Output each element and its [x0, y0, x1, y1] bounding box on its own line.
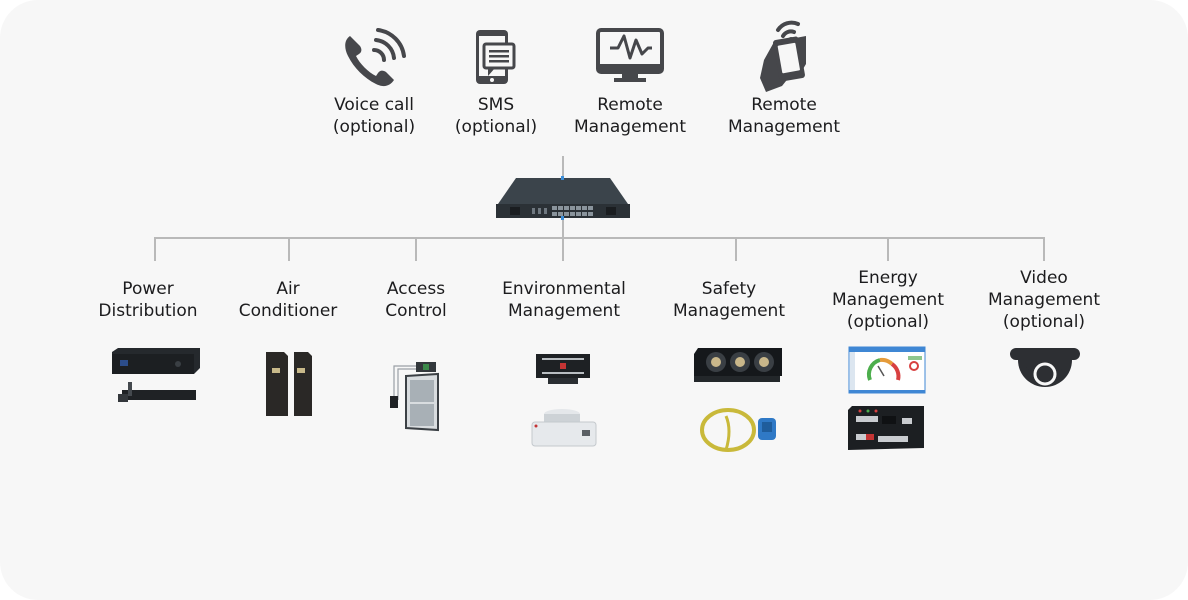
rack-switch-device	[496, 176, 630, 220]
remote-mgmt-1-line2: Management	[574, 117, 686, 137]
video-line1: Video	[1020, 268, 1068, 288]
subsystem-air-label: Air Conditioner	[239, 278, 338, 322]
video-line2: Management	[988, 290, 1100, 310]
branch-environment	[562, 237, 564, 261]
video-line3: (optional)	[1002, 312, 1086, 332]
dome-camera-icon	[1010, 348, 1080, 387]
energy-dashboard	[848, 346, 926, 394]
remote-management-label-2: Remote Management	[728, 94, 840, 138]
subsystem-access-label: Access Control	[385, 278, 446, 322]
subsystem-safety-label: Safety Management	[673, 278, 785, 322]
air-line1: Air	[276, 279, 300, 299]
power-line1: Power	[122, 279, 174, 299]
energy-line2: Management	[832, 290, 944, 310]
power-meter-unit	[848, 406, 924, 450]
hub-uplink-line	[562, 156, 564, 182]
ups-unit	[112, 348, 200, 374]
battery-rail	[118, 382, 196, 402]
sms-line2: (optional)	[454, 117, 538, 137]
environment-line1: Environmental	[502, 279, 626, 299]
subsystem-video-label: Video Management (optional)	[988, 267, 1100, 333]
bus-line	[154, 237, 1044, 239]
safety-line2: Management	[673, 301, 785, 321]
air-line2: Conditioner	[238, 301, 338, 321]
subsystem-power-label: Power Distribution	[98, 278, 197, 322]
branch-access	[415, 237, 417, 261]
sms-label: SMS (optional)	[455, 94, 537, 138]
sensor-module	[536, 354, 590, 384]
precision-ac-cabinets	[266, 352, 312, 416]
energy-line1: Energy	[858, 268, 918, 288]
voice-call-line1: Voice call	[334, 95, 414, 115]
branch-energy	[887, 237, 889, 261]
safety-line1: Safety	[701, 279, 757, 299]
smoke-detector	[531, 409, 597, 447]
access-line1: Access	[386, 279, 446, 299]
branch-video	[1043, 237, 1045, 261]
monitor-pulse-icon	[596, 28, 664, 82]
hand-phone-signal-icon	[760, 20, 806, 92]
voice-call-line2: (optional)	[332, 117, 416, 137]
voice-call-label: Voice call (optional)	[333, 94, 415, 138]
fan-tray	[694, 348, 782, 382]
remote-mgmt-2-line1: Remote	[751, 95, 817, 115]
branch-power	[154, 237, 156, 261]
subsystem-environment-label: Environmental Management	[502, 278, 626, 322]
sms-phone-icon	[476, 30, 516, 84]
remote-mgmt-1-line1: Remote	[597, 95, 663, 115]
door-access-controller	[390, 362, 439, 432]
water-leak-cable	[700, 408, 776, 452]
subsystem-energy-label: Energy Management (optional)	[832, 267, 944, 333]
hub-downlink-line	[562, 216, 564, 238]
energy-line3: (optional)	[846, 312, 930, 332]
branch-air	[288, 237, 290, 261]
sms-line1: SMS	[477, 95, 515, 115]
access-line2: Control	[385, 301, 447, 321]
phone-call-icon	[345, 28, 406, 87]
branch-safety	[735, 237, 737, 261]
environment-line2: Management	[507, 301, 620, 321]
remote-management-label-1: Remote Management	[574, 94, 686, 138]
remote-mgmt-2-line2: Management	[728, 117, 840, 137]
power-line2: Distribution	[98, 301, 198, 321]
